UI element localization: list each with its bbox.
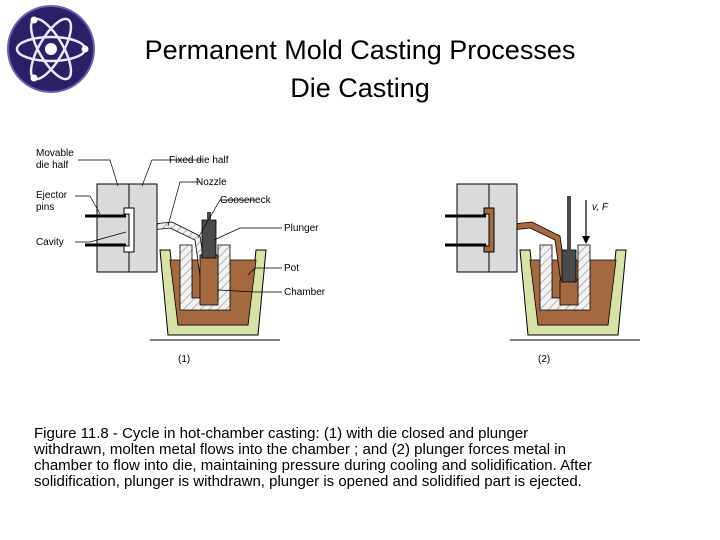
stage-label-2: (2) [538,354,550,365]
plunger-rod [567,196,571,252]
label-ejector-line2: pins [36,202,54,213]
fixed-die-half [128,183,158,273]
caption-line: solidification, plunger is withdrawn, pl… [34,473,582,490]
atom-logo-icon [7,5,95,93]
label-cavity: Cavity [36,237,64,248]
gooseneck-body [539,244,591,311]
stage-2-diagram [445,183,640,341]
caption-line: Figure 11.8 ‑ Cycle in hot-chamber casti… [34,425,529,442]
label-velocity-force: v, F [592,202,609,213]
gooseneck-body [179,244,231,311]
label-pot: Pot [284,263,299,274]
stage-label-1: (1) [178,354,190,365]
stage-1-diagram [85,183,280,341]
figure-caption: Figure 11.8 ‑ Cycle in hot-chamber casti… [34,426,714,490]
label-ejector-line1: Ejector [36,190,68,201]
label-plunger: Plunger [284,223,319,234]
label-gooseneck: Gooseneck [220,195,272,206]
plunger [201,219,217,259]
force-arrowhead [582,236,590,244]
movable-die-half [96,183,130,273]
label-fixed-die-half: Fixed die half [169,155,229,166]
plunger [561,249,577,283]
label-chamber: Chamber [284,287,326,298]
leader-lines [75,159,282,293]
plunger-rod [207,212,211,222]
hot-chamber-diagram: Movable die half Fixed die half Nozzle G… [36,148,640,365]
label-movable-line1: Movable [36,148,74,159]
label-movable-line2: die half [36,160,68,171]
chamber [199,254,219,306]
label-nozzle: Nozzle [196,177,227,188]
slide-subtitle: Die Casting [290,73,430,103]
caption-line: chamber to flow into die, maintaining pr… [34,457,592,474]
movable-die-half [456,183,490,273]
slide-title: Permanent Mold Casting Processes [144,35,576,65]
chamber [559,279,579,306]
caption-line: withdrawn, molten metal flows into the c… [34,441,566,458]
